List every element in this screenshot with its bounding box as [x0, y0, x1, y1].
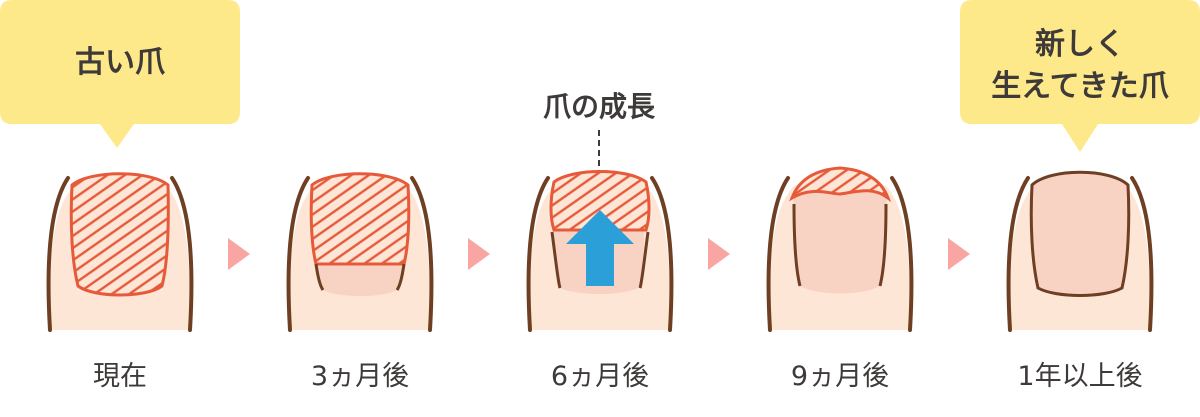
stage-label: 6ヵ月後	[551, 361, 649, 392]
new-nail-callout-bubble	[960, 0, 1200, 152]
old-nail-hatched	[549, 170, 651, 232]
old-nail-callout-bubble	[0, 0, 240, 148]
old-nail-hatched	[789, 166, 892, 203]
growth-annotation: 爪の成長	[543, 90, 656, 212]
finger-outline-left	[46, 176, 70, 332]
new-nail	[1029, 170, 1131, 297]
finger-stage-now: 現在	[46, 172, 194, 392]
chevron-arrow-icon	[948, 238, 970, 270]
new-nail-callout-line-1: 新しく	[1035, 27, 1125, 62]
new-nail	[792, 190, 888, 294]
finger-outline-right	[1130, 176, 1154, 332]
stage-label: 1年以上後	[1017, 361, 1142, 392]
chevron-arrow-icon	[228, 238, 250, 270]
finger-outline-left	[1006, 176, 1030, 332]
nail-side-line	[314, 263, 406, 291]
finger-outline-left	[766, 176, 790, 332]
finger-outline-right	[410, 176, 434, 332]
chevron-arrow-icon	[708, 238, 730, 270]
finger-outline-right	[650, 176, 674, 332]
old-nail-callout: 古い爪	[0, 0, 240, 148]
new-nail-callout: 新しく 生えてきた爪	[960, 0, 1200, 152]
old-nail-callout-text: 古い爪	[75, 45, 166, 80]
stage-label: 9ヵ月後	[791, 361, 889, 392]
old-nail-hatched	[69, 172, 170, 297]
growth-label: 爪の成長	[543, 90, 656, 123]
finger-outline-right	[170, 176, 194, 332]
chevron-arrow-icon	[468, 238, 490, 270]
new-nail-callout-line-2: 生えてきた爪	[991, 69, 1170, 104]
stage-label: 3ヵ月後	[311, 361, 409, 392]
finger-stage-3-months: 3ヵ月後	[286, 172, 434, 392]
old-nail-hatched	[309, 172, 411, 266]
finger-outline-right	[890, 176, 914, 332]
stage-label: 現在	[93, 361, 147, 392]
finger-stage-1-year: 1年以上後	[1006, 170, 1154, 392]
growth-arrow-icon	[566, 210, 634, 286]
finger-stage-9-months: 9ヵ月後	[766, 166, 914, 392]
new-nail	[316, 262, 404, 296]
finger-outline-left	[526, 176, 550, 332]
nail-side-line	[792, 203, 888, 287]
nail-side-line	[550, 231, 650, 289]
finger-outline-left	[286, 176, 310, 332]
finger-stage-6-months: 6ヵ月後	[526, 170, 674, 392]
